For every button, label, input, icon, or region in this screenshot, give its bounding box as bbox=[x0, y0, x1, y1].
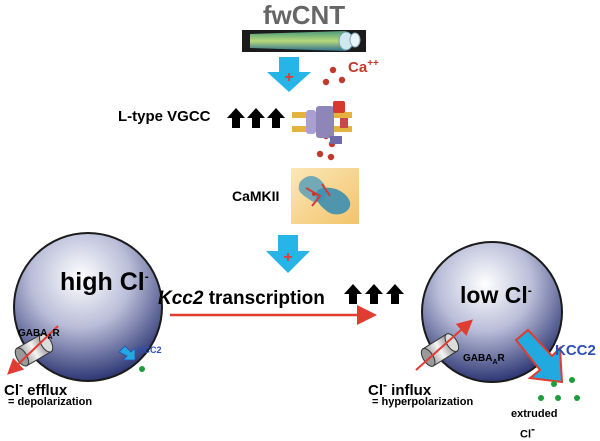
right-gabaa-sub: A bbox=[492, 359, 498, 366]
blue-arrow-top: + bbox=[267, 57, 311, 92]
right-kcc2-label: KCC2 bbox=[555, 342, 596, 359]
camkii-label: CaMKII bbox=[232, 188, 280, 204]
depolarization-label: = depolarization bbox=[8, 396, 93, 408]
left-gabaa-text: GABA bbox=[18, 328, 48, 339]
left-gabaa-sub: A bbox=[47, 334, 53, 341]
nanotube-image bbox=[242, 30, 366, 52]
plus-sign-middle: + bbox=[283, 249, 292, 266]
extruded-cl-text: Cl bbox=[520, 428, 531, 441]
right-gabaa-text: GABA bbox=[463, 353, 493, 364]
influx-cl: Cl bbox=[368, 382, 383, 399]
low-chloride-label: low Cl- bbox=[460, 282, 532, 309]
vgcc-label: L-type VGCC bbox=[118, 108, 211, 125]
calcium-label: Ca++ bbox=[348, 58, 379, 76]
hyperpolarization-label: = hyperpolarization bbox=[372, 396, 474, 408]
chloride-efflux-label: Cl- efflux bbox=[4, 378, 67, 399]
extruded-chloride-ions bbox=[538, 377, 580, 401]
efflux-text: efflux bbox=[23, 382, 68, 399]
vgcc-channel-image bbox=[292, 101, 352, 144]
low-chloride-text: low Cl bbox=[460, 282, 528, 308]
influx-charge: - bbox=[383, 378, 387, 392]
plus-sign-top: + bbox=[284, 69, 293, 86]
calcium-charge: ++ bbox=[367, 58, 379, 69]
right-gabaa-receptor bbox=[415, 319, 473, 371]
left-gabaa-suffix: R bbox=[52, 328, 60, 339]
camkii-structure-image bbox=[291, 168, 359, 224]
kcc2-gene-name: Kcc2 bbox=[158, 288, 204, 309]
upregulation-arrows-vgcc bbox=[227, 108, 285, 128]
left-gabaa-receptor bbox=[7, 325, 59, 375]
left-kcc2-label: KCC2 bbox=[137, 345, 162, 355]
blue-arrow-middle: + bbox=[266, 235, 310, 273]
chloride-influx-label: Cl- influx bbox=[368, 378, 431, 399]
high-chloride-label: high Cl- bbox=[60, 268, 149, 297]
efflux-cl: Cl bbox=[4, 382, 19, 399]
right-gabaa-suffix: R bbox=[497, 353, 505, 364]
influx-text: influx bbox=[387, 382, 432, 399]
low-chloride-charge: - bbox=[527, 283, 532, 298]
right-gabaa-label: GABAAR bbox=[463, 353, 505, 366]
efflux-charge: - bbox=[19, 378, 23, 392]
kcc2-transcription-label: Kcc2 transcription bbox=[158, 288, 325, 310]
calcium-symbol: Ca bbox=[348, 59, 368, 76]
extruded-cl-charge: - bbox=[531, 422, 535, 436]
transcription-word: transcription bbox=[208, 288, 325, 309]
extruded-label: extruded bbox=[511, 408, 558, 420]
extruded-chloride-label: Cl- bbox=[520, 422, 535, 441]
right-kcc2-transporter bbox=[514, 328, 564, 384]
high-chloride-text: high Cl bbox=[60, 268, 145, 296]
left-kcc2-transporter bbox=[118, 345, 145, 372]
upregulation-arrows-kcc2 bbox=[344, 284, 404, 304]
fwcnt-title: fwCNT bbox=[262, 0, 346, 30]
high-chloride-charge: - bbox=[144, 269, 149, 284]
left-gabaa-label: GABAAR bbox=[18, 328, 60, 341]
